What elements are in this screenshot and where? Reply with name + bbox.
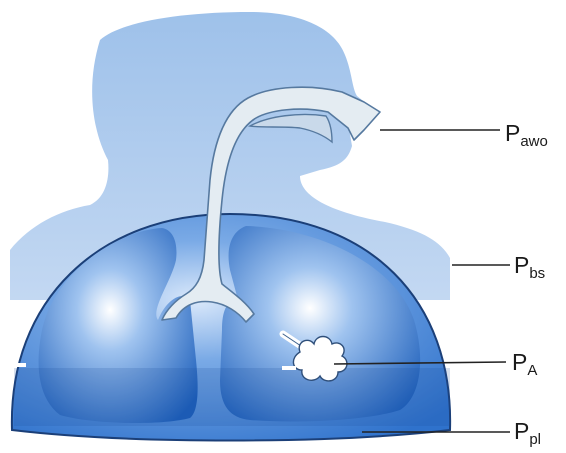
label-p-a: PA <box>512 349 538 379</box>
label-p-awo-symbol: P <box>505 120 521 146</box>
label-p-awo: Pawo <box>505 120 548 150</box>
label-p-bs-subscript: bs <box>529 265 546 282</box>
right-lung <box>220 226 421 422</box>
thorax-shading-band <box>14 368 450 426</box>
label-p-pl-subscript: pl <box>529 431 542 448</box>
airway <box>161 86 381 323</box>
label-p-bs-symbol: P <box>514 252 530 278</box>
label-p-pl: Ppl <box>514 418 542 448</box>
nasal-cavity <box>247 113 333 144</box>
label-p-bs: Pbs <box>514 252 546 282</box>
label-p-a-symbol: P <box>512 349 528 375</box>
label-p-awo-subscript: awo <box>520 133 548 150</box>
leader-line-a <box>333 361 507 365</box>
alveolus <box>292 335 348 382</box>
tick-mark-center <box>282 366 296 370</box>
label-p-pl-symbol: P <box>514 418 530 444</box>
tick-mark-left <box>12 363 26 367</box>
left-lung <box>38 228 198 424</box>
label-p-a-subscript: A <box>527 362 538 379</box>
